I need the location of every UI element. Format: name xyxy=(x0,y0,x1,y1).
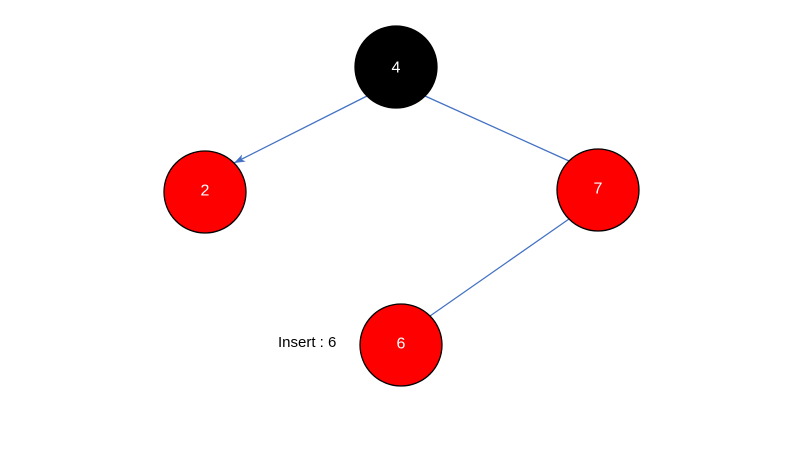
node-6-label: 6 xyxy=(397,336,406,353)
node-6-circle xyxy=(359,303,443,387)
edge-7-6 xyxy=(429,218,570,317)
node-2-circle xyxy=(163,150,247,234)
edge-4-7 xyxy=(424,95,570,162)
insert-annotation: Insert : 6 xyxy=(278,334,336,351)
node-4-circle xyxy=(354,25,438,109)
node-7-label: 7 xyxy=(594,181,603,198)
node-2-label: 2 xyxy=(201,183,210,200)
node-4-label: 4 xyxy=(392,60,401,77)
edge-4-2 xyxy=(233,95,368,164)
node-7-circle xyxy=(556,148,640,232)
